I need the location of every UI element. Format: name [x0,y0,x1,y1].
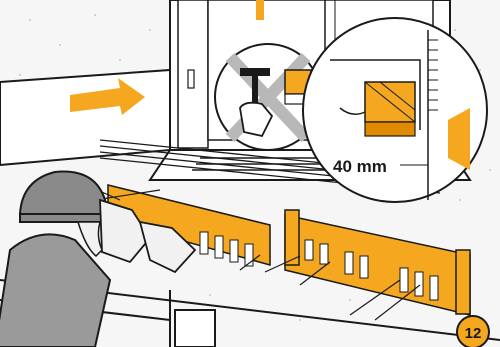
step-number: 12 [465,325,482,342]
step-number-badge: 12 [457,316,489,347]
dimension-label: 40 mm [333,157,387,176]
center-guide-line [256,0,264,20]
detail-40mm-gap: 40 mm [303,18,487,202]
